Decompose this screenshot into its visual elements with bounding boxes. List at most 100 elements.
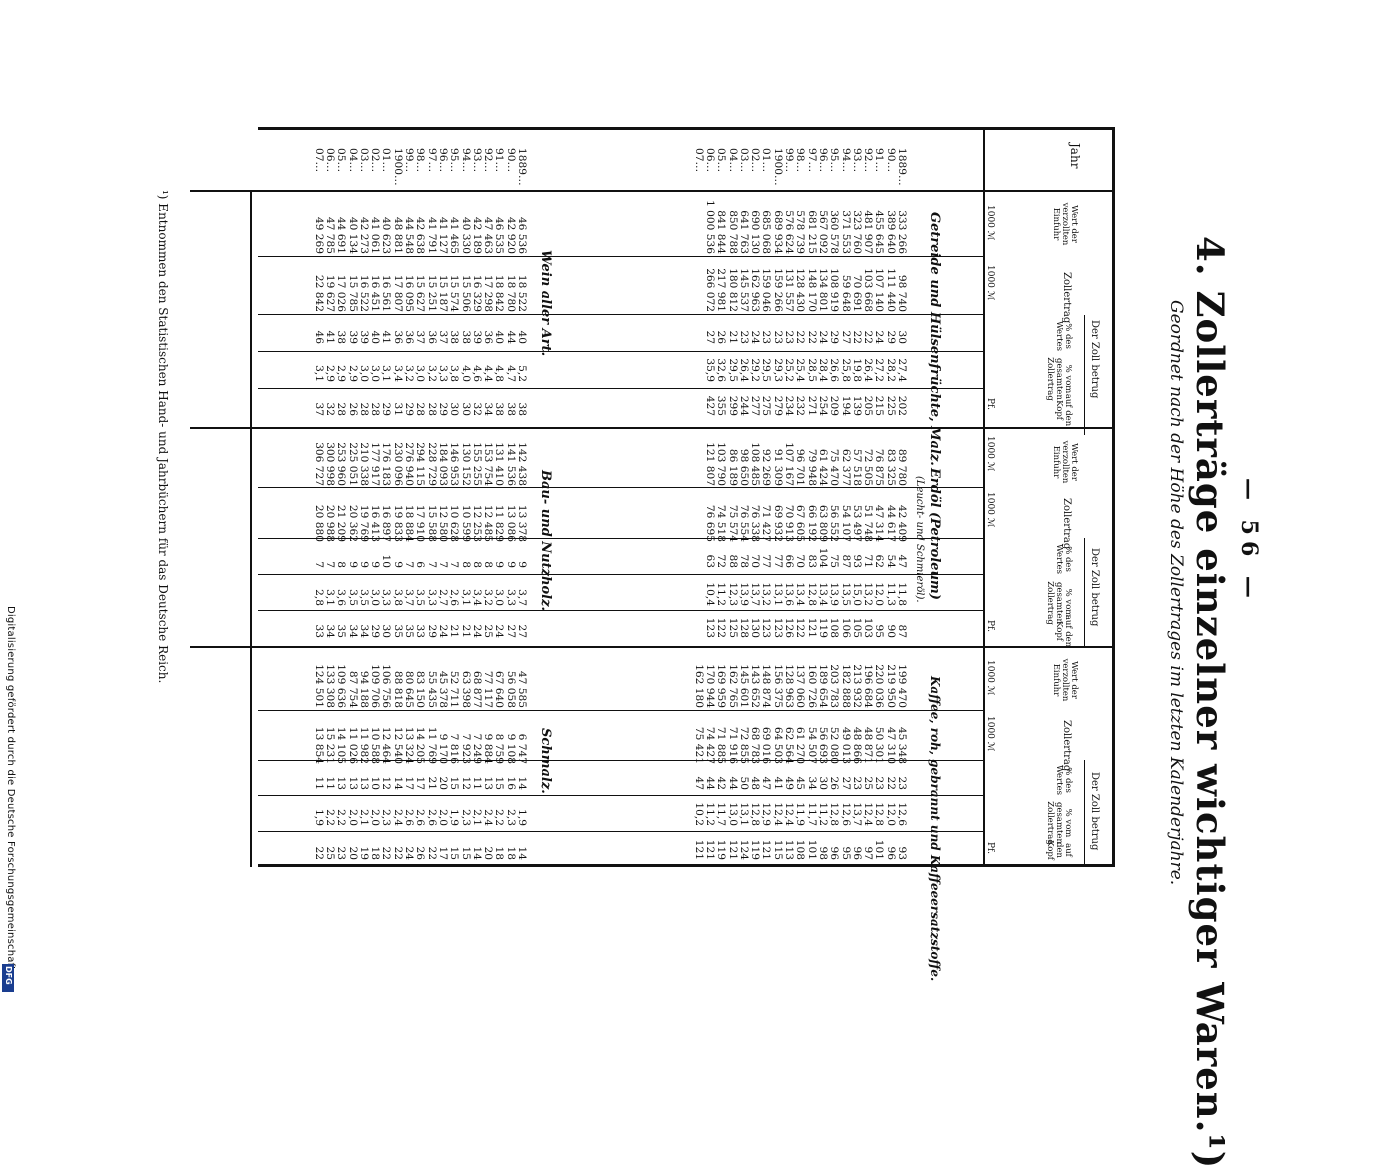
table-cell: 19 xyxy=(357,846,370,860)
table-cell: 105 xyxy=(850,617,863,638)
table-cell: 155 255 xyxy=(470,442,483,486)
table-cell: 16 522 xyxy=(357,274,370,312)
table-cell: 11,7 xyxy=(715,802,728,826)
table-cell: 10,4 xyxy=(703,582,716,606)
table-header-rule xyxy=(1112,127,1115,867)
table-cell: 219 950 xyxy=(884,664,897,708)
table-cell: 1 000 536 xyxy=(703,200,716,254)
table-cell: 54 107 xyxy=(839,504,852,542)
table-cell: 34 xyxy=(482,402,495,416)
table-cell: 29,3 xyxy=(771,358,784,382)
year-cell: 02… xyxy=(749,148,762,173)
table-cell: 93 xyxy=(850,554,863,568)
table-cell: 13 xyxy=(482,776,495,790)
unit-duty-1: 1000 ℳ xyxy=(985,265,995,301)
unit-duty-3: 1000 ℳ xyxy=(985,716,995,752)
table-cell: 109 706 xyxy=(369,664,382,708)
table-cell: 11 xyxy=(470,776,483,790)
year-cell: 06… xyxy=(323,148,336,173)
table-cell: 48 871 xyxy=(862,726,875,764)
unit-value-1: 1000 ℳ xyxy=(985,205,995,241)
table-cell: 3,6 xyxy=(335,589,348,606)
table-cell: 28 xyxy=(425,402,438,416)
table-cell: 1,9 xyxy=(312,809,325,826)
table-cell: 8 xyxy=(459,561,472,568)
table-cell: 14 xyxy=(391,776,404,790)
table-cell: 130 152 xyxy=(459,442,472,486)
table-cell: 209 xyxy=(828,395,841,416)
table-cell: 38 xyxy=(459,330,472,344)
table-cell: 61 270 xyxy=(794,726,807,764)
year-cell: 02… xyxy=(369,148,382,173)
table-cell: 121 xyxy=(703,839,716,860)
table-cell: 122 xyxy=(715,617,728,638)
table-cell: 300 998 xyxy=(323,442,336,486)
year-cell: 91… xyxy=(493,148,506,173)
table-cell: 46 xyxy=(312,330,325,344)
table-cell: 141 536 xyxy=(504,442,517,486)
table-cell: 12,4 xyxy=(862,802,875,826)
table-cell: 74 427 xyxy=(703,726,716,764)
year-cell: 1889… xyxy=(516,148,528,186)
table-cell: 103 790 xyxy=(715,442,728,486)
duty-group-header-1: Der Zoll betrug xyxy=(1089,320,1100,399)
table-cell: 12 464 xyxy=(380,726,393,764)
table-cell: 42 189 xyxy=(470,216,483,254)
table-cell: 215 xyxy=(873,395,886,416)
table-cell: 124 xyxy=(737,839,750,860)
table-cell: 30 xyxy=(816,776,829,790)
table-cell: 75 574 xyxy=(726,504,739,542)
table-cell: 2,6 xyxy=(403,809,416,826)
table-cell: 103 xyxy=(862,617,875,638)
table-cell: 98 740 xyxy=(896,274,908,312)
table-cell: 15 251 xyxy=(425,274,438,312)
year-cell: 99… xyxy=(783,148,796,173)
table-cell: 3,5 xyxy=(357,589,370,606)
table-cell: 26 xyxy=(346,402,359,416)
table-cell: 3,7 xyxy=(516,589,528,606)
table-cell: 16 095 xyxy=(403,274,416,312)
table-cell: 12,9 xyxy=(760,802,773,826)
table-cell: 8 xyxy=(470,561,483,568)
table-cell: 96 xyxy=(884,846,897,860)
table-cell: 83 325 xyxy=(884,448,897,486)
table-cell: 51 748 xyxy=(862,504,875,542)
section-label-wein: Wein aller Art. xyxy=(538,250,553,357)
table-cell: 455 645 xyxy=(873,210,886,254)
table-cell: 276 940 xyxy=(403,442,416,486)
year-cell: 01… xyxy=(380,148,393,173)
table-cell: 16 897 xyxy=(380,504,393,542)
table-cell: 48 xyxy=(749,776,762,790)
section-label-getreide: Getreide und Hülsenfrüchte, Malz. xyxy=(927,212,942,466)
table-cell: 27 xyxy=(839,330,852,344)
table-cell: 16 xyxy=(504,776,517,790)
pct-value-header-3: % des Wertes xyxy=(1054,765,1073,795)
table-cell: 13,5 xyxy=(839,582,852,606)
table-cell: 2,1 xyxy=(470,809,483,826)
table-cell: 49 269 xyxy=(312,216,325,254)
table-cell: 35 xyxy=(391,624,404,638)
table-cell: 47 xyxy=(692,776,705,790)
table-cell: 143 652 xyxy=(749,664,762,708)
table-cell: 220 036 xyxy=(873,664,886,708)
table-cell: 23 xyxy=(760,330,773,344)
table-cell: 3,4 xyxy=(391,365,404,382)
table-cell: 2,9 xyxy=(323,365,336,382)
digitization-credit: Digitalisierung gefördert durch die Deut… xyxy=(5,606,16,971)
table-cell: 40 623 xyxy=(380,216,393,254)
col-rule xyxy=(258,795,984,796)
table-cell: 35 xyxy=(335,624,348,638)
pct-value-header-2: % des Wertes xyxy=(1054,544,1073,574)
table-cell: 21 xyxy=(459,624,472,638)
table-cell: 230 096 xyxy=(391,442,404,486)
table-cell: 123 xyxy=(771,617,784,638)
table-cell: 42 xyxy=(715,776,728,790)
table-cell: 11,8 xyxy=(896,582,908,606)
table-cell: 134 801 xyxy=(816,268,829,312)
table-cell: 12 xyxy=(380,776,393,790)
table-cell: 162 765 xyxy=(726,664,739,708)
table-cell: 9 xyxy=(493,561,506,568)
table-cell: 15,0 xyxy=(850,582,863,606)
table-cell: 44 xyxy=(726,776,739,790)
table-cell: 27 xyxy=(504,624,517,638)
